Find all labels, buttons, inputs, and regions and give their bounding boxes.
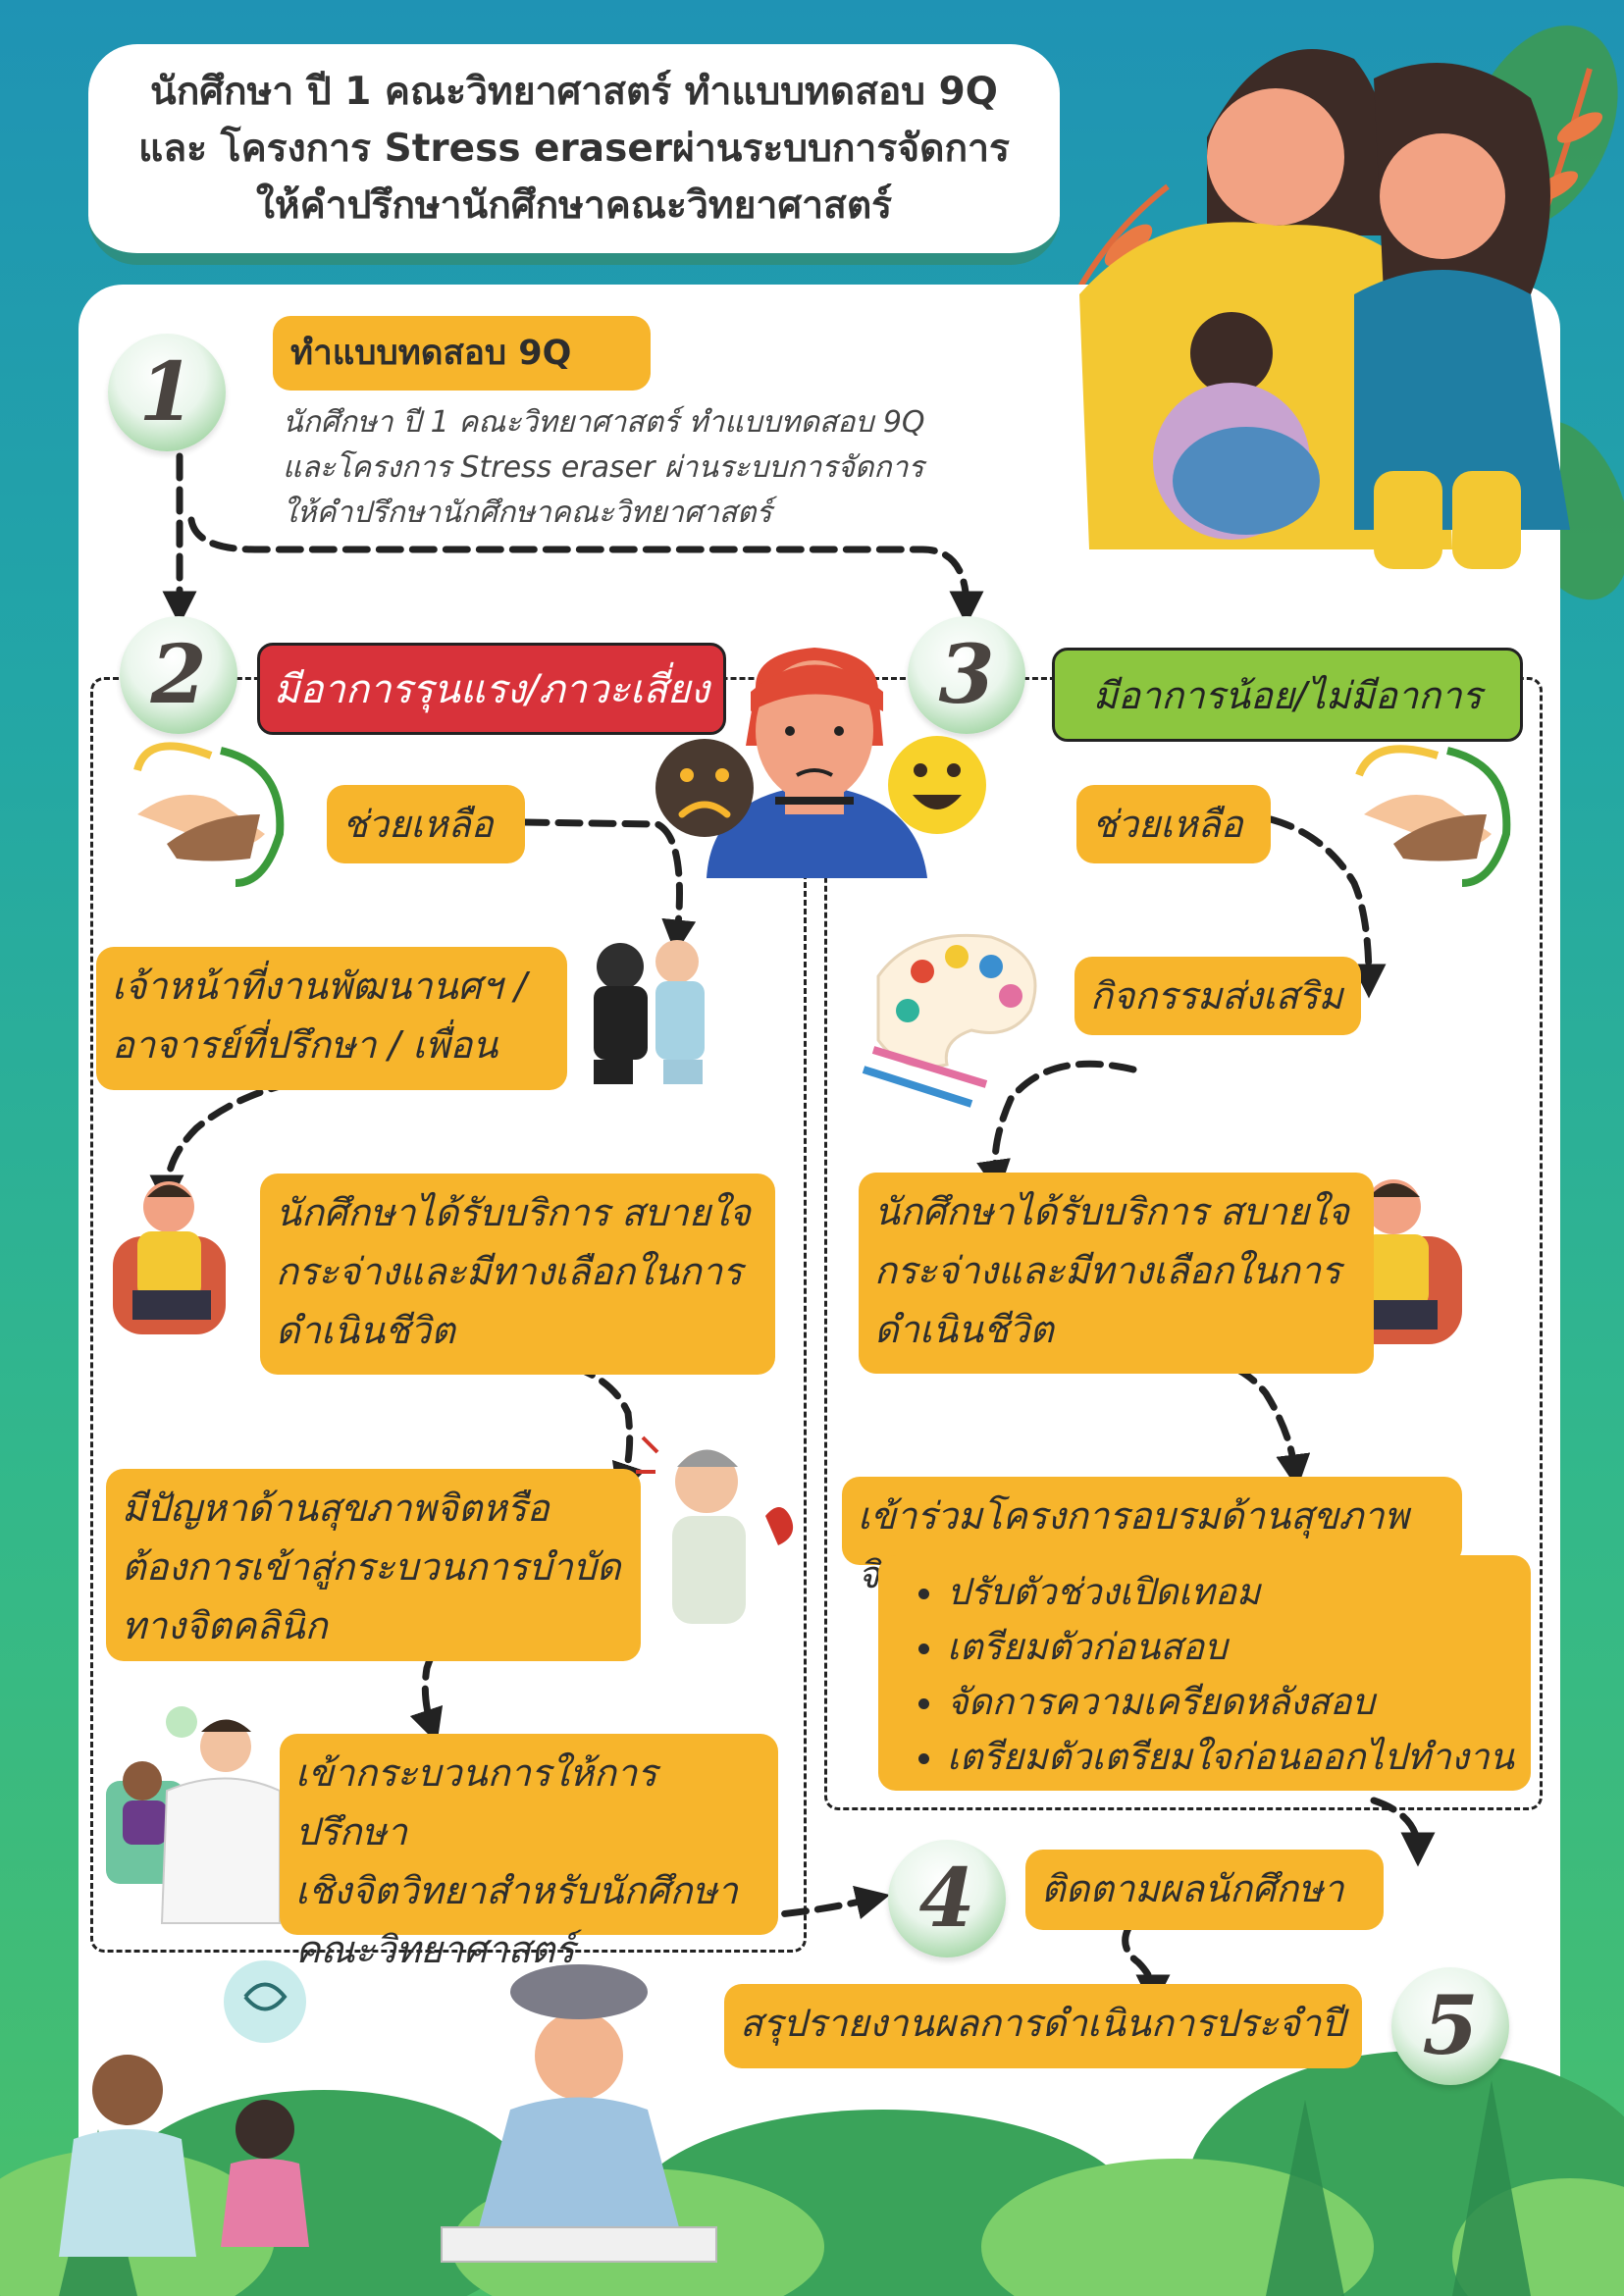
title-card: นักศึกษา ปี 1 คณะวิทยาศาสตร์ ทำแบบทดสอบ … <box>88 44 1060 265</box>
mild-header-text: มีอาการน้อย/ไม่มีอาการ <box>1093 673 1482 717</box>
severe-header-text: มีอาการรุนแรง/ภาวะเสี่ยง <box>274 667 709 712</box>
friends-comforting-icon <box>594 940 705 1084</box>
step-2-circle: 2 <box>120 616 237 734</box>
mild-header: มีอาการน้อย/ไม่มีอาการ <box>1052 648 1523 742</box>
handshake-icon <box>133 742 285 887</box>
title-line-1: นักศึกษา ปี 1 คณะวิทยาศาสตร์ ทำแบบทดสอบ … <box>150 69 998 114</box>
step-1-description-line-2: และโครงการ Stress eraser ผ่านระบบการจัดก… <box>283 450 924 485</box>
severe-help-box: ช่วยเหลือ <box>327 785 525 863</box>
mild-training-title: เข้าร่วมโครงการอบรมด้านสุขภาพจิต <box>858 1494 1409 1596</box>
step-1-label: ทำแบบทดสอบ 9Q <box>273 316 651 391</box>
mild-service-line-3: ดำเนินชีวิต <box>874 1308 1054 1351</box>
step-1-description-line-3: ให้คำปรึกษานักศึกษาคณะวิทยาศาสตร์ <box>283 496 772 530</box>
step-1-description-line-1: นักศึกษา ปี 1 คณะวิทยาศาสตร์ ทำแบบทดสอบ … <box>283 405 925 440</box>
smile-face-icon <box>888 736 986 834</box>
mild-training-items: ปรับตัวช่วงเปิดเทอม เตรียมตัวก่อนสอบ จัด… <box>894 1565 1515 1785</box>
sad-face-icon <box>655 739 754 837</box>
mild-help-box: ช่วยเหลือ <box>1076 785 1271 863</box>
training-item-1: ปรับตัวช่วงเปิดเทอม <box>947 1565 1515 1620</box>
severe-counsel-box: เข้ากระบวนการให้การปรึกษา เชิงจิตวิทยาสำ… <box>280 1734 778 1971</box>
step-1-description: นักศึกษา ปี 1 คณะวิทยาศาสตร์ ทำแบบทดสอบ … <box>283 400 925 536</box>
step-5-box: สรุปรายงานผลการดำเนินการประจำปี <box>724 1984 1362 2068</box>
severe-problem-line-1: มีปัญหาด้านสุขภาพจิตหรือ <box>122 1487 550 1530</box>
severe-staff-box: เจ้าหน้าที่งานพัฒนานศฯ / อาจารย์ที่ปรึกษ… <box>96 947 567 1090</box>
severe-staff-line-1: เจ้าหน้าที่งานพัฒนานศฯ / <box>112 965 527 1008</box>
mild-help-text: ช่วยเหลือ <box>1092 803 1243 846</box>
mild-service-line-2: กระจ่างและมีทางเลือกในการ <box>874 1249 1341 1292</box>
severe-problem-box: มีปัญหาด้านสุขภาพจิตหรือ ต้องการเข้าสู่ก… <box>106 1469 641 1661</box>
title-line-3: ให้คำปรึกษานักศึกษาคณะวิทยาศาสตร์ <box>255 183 893 228</box>
severe-counsel-line-1: เข้ากระบวนการให้การปรึกษา <box>295 1751 657 1853</box>
severe-service-line-1: นักศึกษาได้รับบริการ สบายใจ <box>276 1191 751 1234</box>
mild-service-box: นักศึกษาได้รับบริการ สบายใจ กระจ่างและมี… <box>859 1173 1374 1374</box>
step-1-circle: 1 <box>108 334 226 451</box>
counseling-session-icon <box>106 1706 281 1924</box>
severe-problem-line-2: ต้องการเข้าสู่กระบวนการบำบัด <box>122 1545 621 1589</box>
training-item-3: จัดการความเครียดหลังสอบ <box>947 1675 1515 1730</box>
mild-service-line-1: นักศึกษาได้รับบริการ สบายใจ <box>874 1190 1349 1233</box>
step-4-box: ติดตามผลนักศึกษา <box>1025 1850 1384 1930</box>
severe-header: มีอาการรุนแรง/ภาวะเสี่ยง <box>257 643 726 735</box>
step-4-circle: 4 <box>888 1840 1006 1957</box>
person-face-icon <box>707 648 927 878</box>
relaxed-student-icon <box>113 1181 226 1334</box>
step-5-circle: 5 <box>1391 1967 1509 2085</box>
severe-service-line-2: กระจ่างและมีทางเลือกในการ <box>276 1250 743 1293</box>
severe-problem-line-3: ทางจิตคลินิก <box>122 1604 328 1647</box>
training-item-2: เตรียมตัวก่อนสอบ <box>947 1620 1515 1675</box>
severe-counsel-line-3: คณะวิทยาศาสตร์ <box>295 1928 575 1971</box>
severe-service-box: นักศึกษาได้รับบริการ สบายใจ กระจ่างและมี… <box>260 1174 775 1375</box>
training-item-4: เตรียมตัวเตรียมใจก่อนออกไปทำงาน <box>947 1730 1515 1785</box>
distressed-person-icon <box>636 1435 794 1624</box>
severe-counsel-line-2: เชิงจิตวิทยาสำหรับนักศึกษา <box>295 1869 738 1912</box>
mild-activity-text: กิจกรรมส่งเสริม <box>1090 974 1343 1018</box>
mild-training-box: เข้าร่วมโครงการอบรมด้านสุขภาพจิต <box>842 1477 1462 1596</box>
severe-help-text: ช่วยเหลือ <box>342 803 494 846</box>
title-line-2: และ โครงการ Stress eraserผ่านระบบการจัดก… <box>138 126 1010 171</box>
step-3-circle: 3 <box>908 616 1025 734</box>
handshake-icon <box>1355 745 1511 887</box>
mild-training-list: ปรับตัวช่วงเปิดเทอม เตรียมตัวก่อนสอบ จัด… <box>878 1555 1531 1791</box>
severe-staff-line-2: อาจารย์ที่ปรึกษา / เพื่อน <box>112 1023 498 1067</box>
step-5-text: สรุปรายงานผลการดำเนินการประจำปี <box>740 2002 1345 2045</box>
mild-activity-box: กิจกรรมส่งเสริม <box>1074 957 1361 1035</box>
severe-service-line-3: ดำเนินชีวิต <box>276 1309 455 1352</box>
step-1-label-text: ทำแบบทดสอบ 9Q <box>290 334 572 373</box>
paint-palette-icon <box>862 933 1037 1108</box>
step-4-text: ติดตามผลนักศึกษา <box>1041 1867 1344 1910</box>
